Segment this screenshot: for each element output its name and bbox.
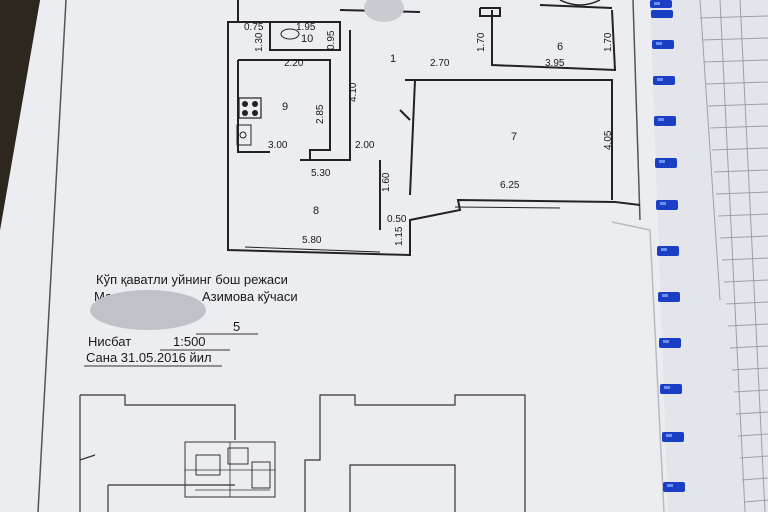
dimension-4-10: 4.10 [348,82,359,102]
room-label-9: 9 [282,101,288,113]
caption-scale-value: 1:500 [173,334,206,349]
paper-left-edge [0,0,40,230]
dimension-2-70: 2.70 [430,58,450,69]
caption-scale-label: Нисбат [88,334,131,349]
next-page-edge [611,221,665,512]
caption-address-suffix: Азимова кўчаси [202,289,298,304]
dimension-0-50: 0.50 [387,214,407,225]
dimension-2-20: 2.20 [284,58,304,69]
stove-fixture [238,97,262,119]
sink-fixture [236,124,252,146]
dimension-1-70-a: 1.70 [476,32,487,52]
dimension-1-60: 1.60 [381,172,392,192]
frame-line-right [632,0,641,221]
paper-sheet [0,0,668,512]
dimension-1-30: 1.30 [254,32,265,52]
dimension-3-00: 3.00 [268,140,288,151]
dimension-2-85: 2.85 [315,104,326,124]
dimension-1-15: 1.15 [394,226,405,246]
room-label-7: 7 [511,131,517,143]
dimension-1-95: 1.95 [296,22,316,33]
redaction-blur-top [364,0,404,22]
caption-floor-value: 5 [233,319,240,334]
caption-title: Кўп қаватли уйнинг бош режаси [96,272,288,287]
dimension-0-75: 0.75 [244,22,264,33]
frame-line-left [37,0,67,512]
dimension-3-95: 3.95 [545,58,565,69]
dimension-5-80: 5.80 [302,235,322,246]
site-plan [79,394,526,512]
dimension-2-00: 2.00 [355,140,375,151]
dimension-0-95: 0.95 [326,30,337,50]
room-label-8: 8 [313,205,319,217]
dimension-4-05: 4.05 [603,130,614,150]
caption-date: Сана 31.05.2016 йил [86,350,212,365]
room-label-6: 6 [557,41,563,53]
binding-ring-highlights [654,2,673,487]
toilet-fixture [280,28,300,40]
dimension-1-70-b: 1.70 [603,32,614,52]
room-label-1: 1 [390,53,396,65]
room-label-10: 10 [301,33,313,45]
redaction-blur-caption [90,290,206,330]
dimension-5-30: 5.30 [311,168,331,179]
ledger-grid [699,0,768,512]
dimension-6-25: 6.25 [500,180,520,191]
